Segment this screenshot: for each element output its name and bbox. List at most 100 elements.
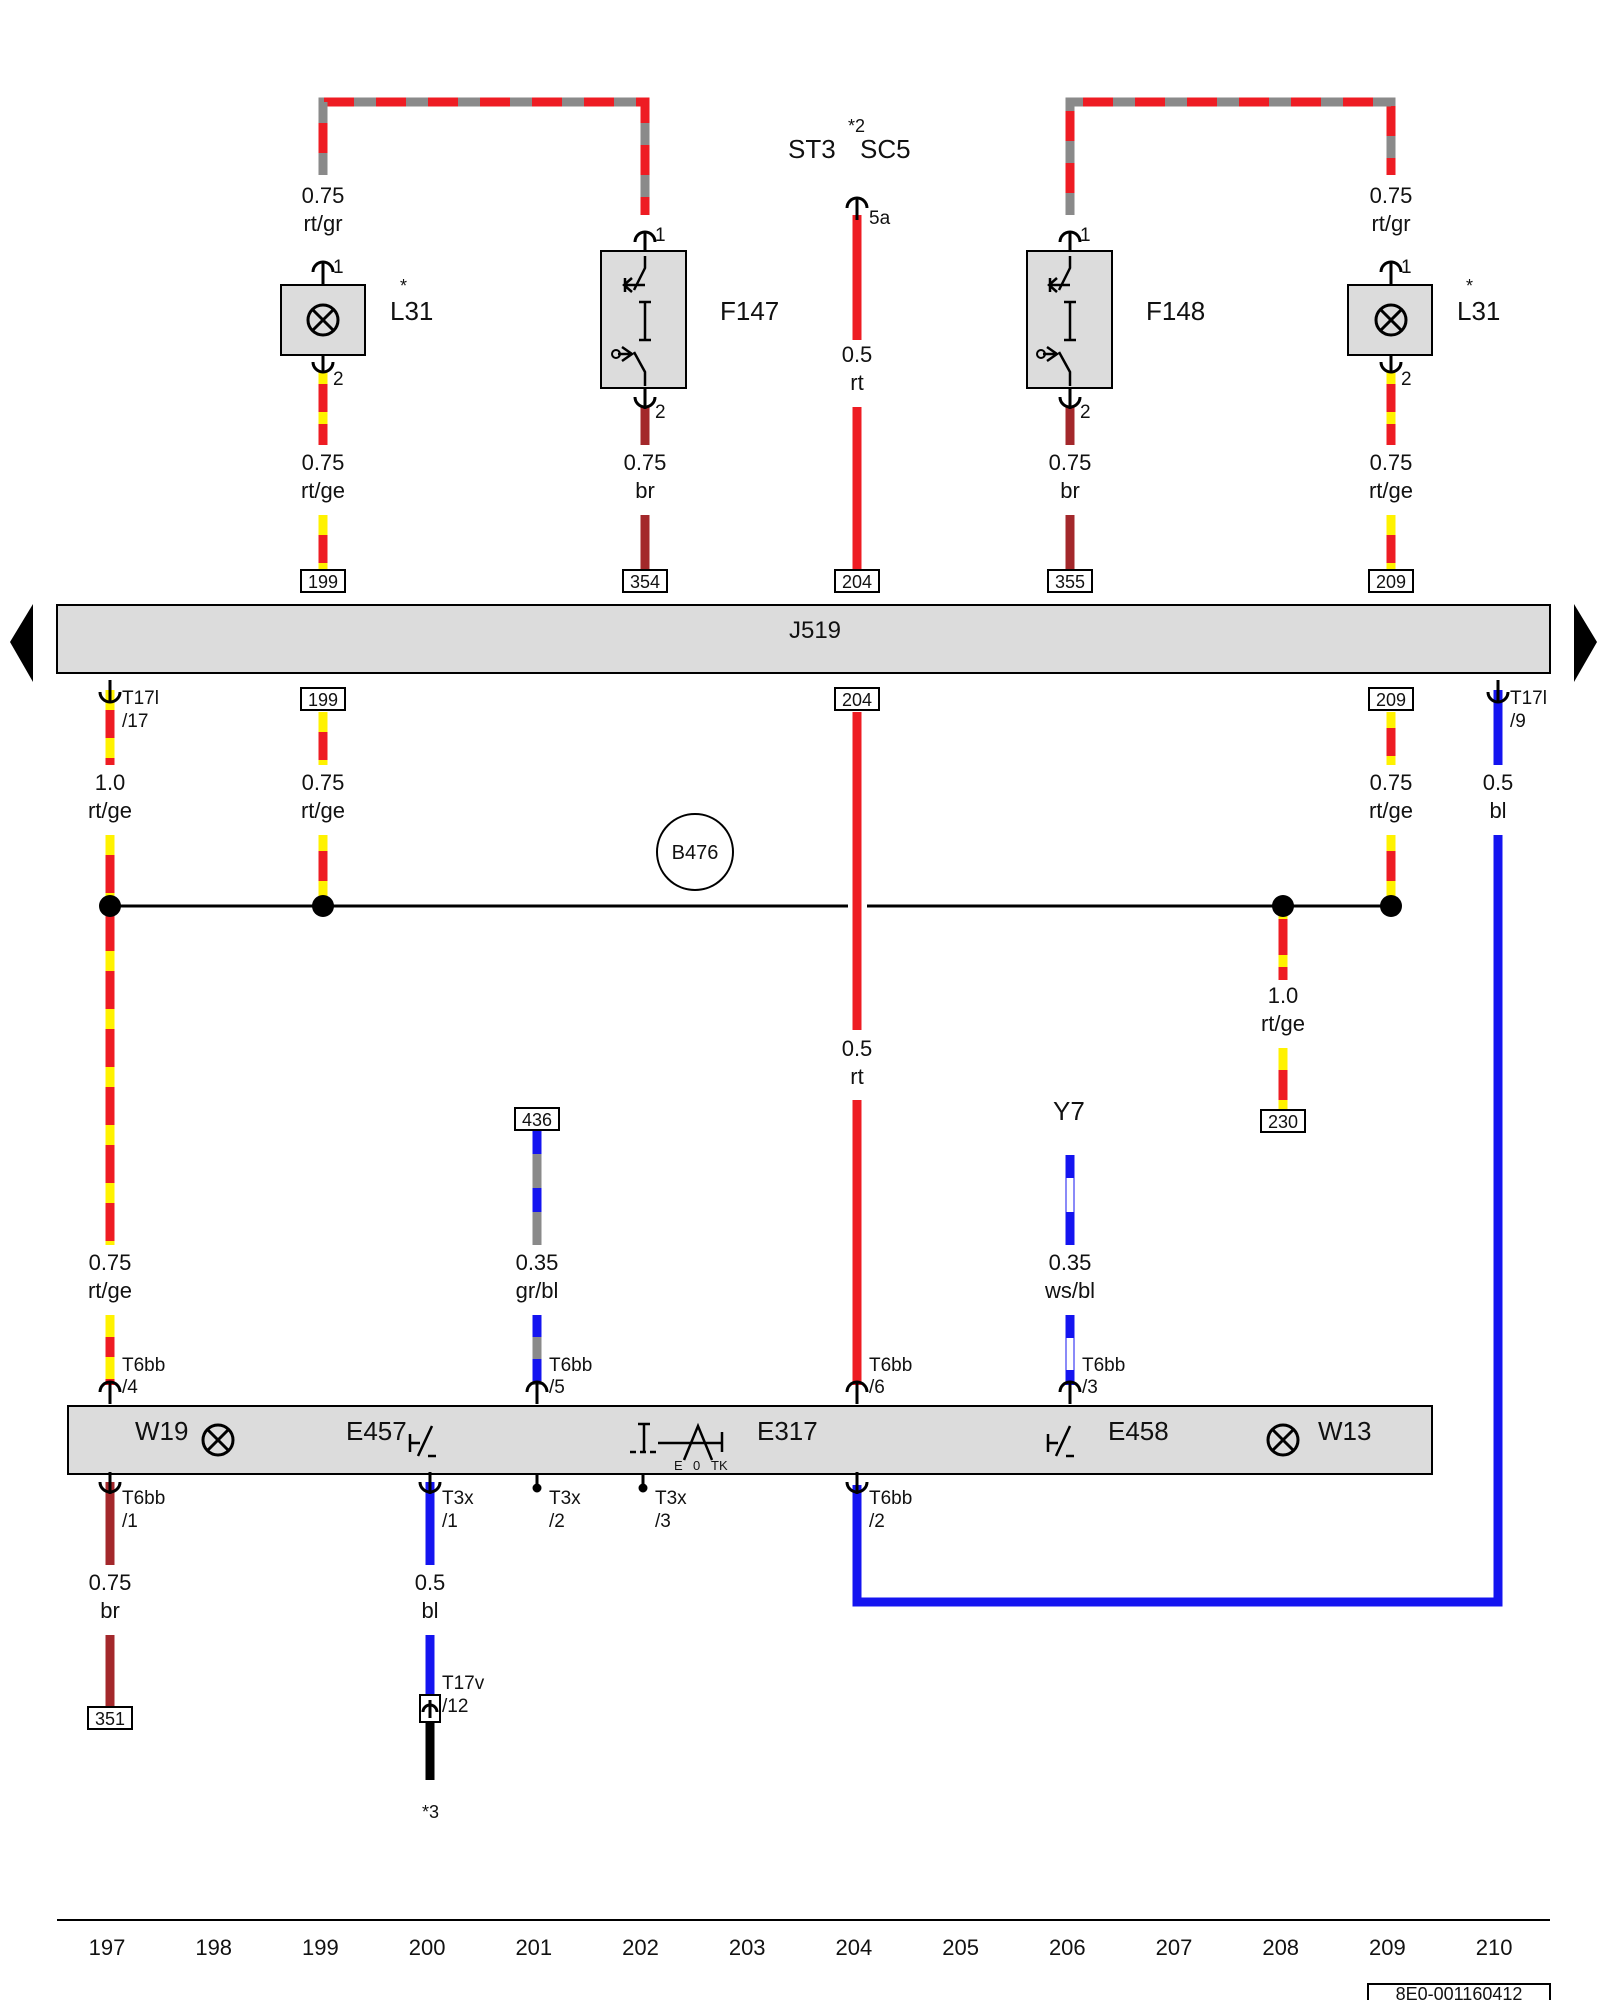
switch-f148: F148 1 2 <box>1026 225 1205 423</box>
pin-labels-middle: T17l /17 T17l /9 T6bb /4 T6bb /5 T6bb /6… <box>122 688 1547 1398</box>
svg-text:209: 209 <box>1376 572 1406 592</box>
bottom-connectors <box>98 1472 869 1723</box>
svg-text:T17l: T17l <box>122 688 159 709</box>
star-l31-left: * <box>400 276 407 296</box>
pin-1: 1 <box>333 257 344 278</box>
pin-1: 1 <box>1080 225 1091 246</box>
svg-text:0.75: 0.75 <box>1049 450 1092 475</box>
svg-text:bl: bl <box>1489 798 1506 823</box>
svg-text:/17: /17 <box>122 711 148 732</box>
svg-text:T3x: T3x <box>549 1488 581 1509</box>
column-number: 198 <box>195 1935 232 1960</box>
switch-e457-icon <box>408 1425 436 1458</box>
label-st3: ST3 <box>788 134 836 164</box>
svg-text:rt/ge: rt/ge <box>88 798 132 823</box>
svg-text:T3x: T3x <box>655 1488 687 1509</box>
svg-text:0.5: 0.5 <box>1483 770 1514 795</box>
svg-text:T6bb: T6bb <box>122 1355 165 1376</box>
lamp-w13-icon <box>1266 1423 1300 1457</box>
label-j519: J519 <box>789 617 841 644</box>
svg-text:rt/ge: rt/ge <box>301 478 345 503</box>
bottom-wires <box>105 1482 435 1780</box>
label-f147: F147 <box>720 296 779 326</box>
control-unit-j519: J519 <box>56 604 1551 674</box>
instrument-cluster-unit: W19 E457 E 0 TK E317 E458 <box>67 1405 1433 1475</box>
top-wire-labels: 0.75 rt/gr 0.75 rt/gr 0.75 rt/ge 0.75 br… <box>301 183 1413 503</box>
column-number: 201 <box>515 1935 552 1960</box>
svg-text:204: 204 <box>842 572 872 592</box>
svg-text:br: br <box>635 478 655 503</box>
column-number: 197 <box>89 1935 126 1960</box>
svg-text:0.5: 0.5 <box>842 342 873 367</box>
svg-text:1.0: 1.0 <box>95 770 126 795</box>
column-number: 210 <box>1476 1935 1513 1960</box>
svg-text:T6bb: T6bb <box>549 1355 592 1376</box>
column-number: 199 <box>302 1935 339 1960</box>
page-right-arrow[interactable] <box>1574 604 1597 682</box>
lamp-w19-icon <box>201 1423 235 1457</box>
page-left-arrow[interactable] <box>10 604 33 682</box>
svg-text:rt/ge: rt/ge <box>301 798 345 823</box>
top-labels: ST3 SC5 *2 5a <box>788 116 911 229</box>
svg-text:/2: /2 <box>869 1511 885 1532</box>
column-number: 208 <box>1262 1935 1299 1960</box>
svg-text:1.0: 1.0 <box>1268 983 1299 1008</box>
svg-text:rt/ge: rt/ge <box>1369 478 1413 503</box>
label-f148: F148 <box>1146 296 1205 326</box>
svg-text:ws/bl: ws/bl <box>1044 1278 1095 1303</box>
svg-text:355: 355 <box>1055 572 1085 592</box>
svg-text:/6: /6 <box>869 1377 885 1398</box>
pin-labels-bottom: T6bb /1 T3x /1 T3x /2 T3x /3 T6bb /2 T17… <box>122 1488 912 1717</box>
switch-f147: F147 1 2 <box>600 225 779 423</box>
pin-2: 2 <box>333 369 344 390</box>
svg-text:T6bb: T6bb <box>122 1488 165 1509</box>
svg-text:0.75: 0.75 <box>302 770 345 795</box>
pin-2: 2 <box>655 402 666 423</box>
svg-text:0.35: 0.35 <box>1049 1250 1092 1275</box>
svg-text:rt/gr: rt/gr <box>1371 211 1410 236</box>
svg-text:/5: /5 <box>549 1377 565 1398</box>
svg-text:0.75: 0.75 <box>1370 450 1413 475</box>
svg-text:rt/ge: rt/ge <box>88 1278 132 1303</box>
svg-text:0.35: 0.35 <box>516 1250 559 1275</box>
wire-rt-gr-right-loop <box>1065 97 1396 215</box>
pin-5a: 5a <box>869 208 891 229</box>
svg-text:T6bb: T6bb <box>1082 1355 1125 1376</box>
label-b476: B476 <box>672 842 719 864</box>
pin-1: 1 <box>655 225 666 246</box>
svg-text:bl: bl <box>421 1598 438 1623</box>
ref-boxes-middle: 199 204 209 436 230 <box>300 687 1414 1133</box>
doc-number-box: 8E0-001160412 <box>1367 1983 1551 2000</box>
marker-2: *2 <box>848 116 865 136</box>
svg-text:rt/ge: rt/ge <box>1261 1011 1305 1036</box>
pin-1: 1 <box>1401 257 1412 278</box>
column-number: 204 <box>836 1935 873 1960</box>
label-l31-left: L31 <box>390 296 433 326</box>
svg-text:0.75: 0.75 <box>302 183 345 208</box>
svg-text:T6bb: T6bb <box>869 1355 912 1376</box>
lamp-l31-left: L31 * 1 2 <box>280 257 433 390</box>
svg-text:436: 436 <box>522 1110 552 1130</box>
svg-text:230: 230 <box>1268 1112 1298 1132</box>
svg-text:br: br <box>100 1598 120 1623</box>
lamp-l31-right: L31 * 1 2 <box>1347 257 1500 390</box>
footnote-3: *3 <box>422 1802 439 1822</box>
label-e457: E457 <box>346 1416 407 1446</box>
svg-text:TK: TK <box>711 1458 728 1473</box>
column-number: 207 <box>1156 1935 1193 1960</box>
bottom-wire-labels: 0.75 br 0.5 bl <box>89 1570 446 1623</box>
svg-text:0.75: 0.75 <box>302 450 345 475</box>
star-l31-right: * <box>1466 276 1473 296</box>
doc-number: 8E0-001160412 <box>1396 1984 1523 2000</box>
label-e317: E317 <box>757 1416 818 1446</box>
svg-text:rt/ge: rt/ge <box>1369 798 1413 823</box>
svg-text:/2: /2 <box>549 1511 565 1532</box>
ground-bus-b476: B476 <box>99 813 1402 917</box>
svg-text:354: 354 <box>630 572 660 592</box>
svg-text:0.75: 0.75 <box>1370 770 1413 795</box>
svg-text:351: 351 <box>95 1709 125 1729</box>
svg-text:/3: /3 <box>1082 1377 1098 1398</box>
label-w13: W13 <box>1318 1416 1371 1446</box>
svg-text:204: 204 <box>842 690 872 710</box>
